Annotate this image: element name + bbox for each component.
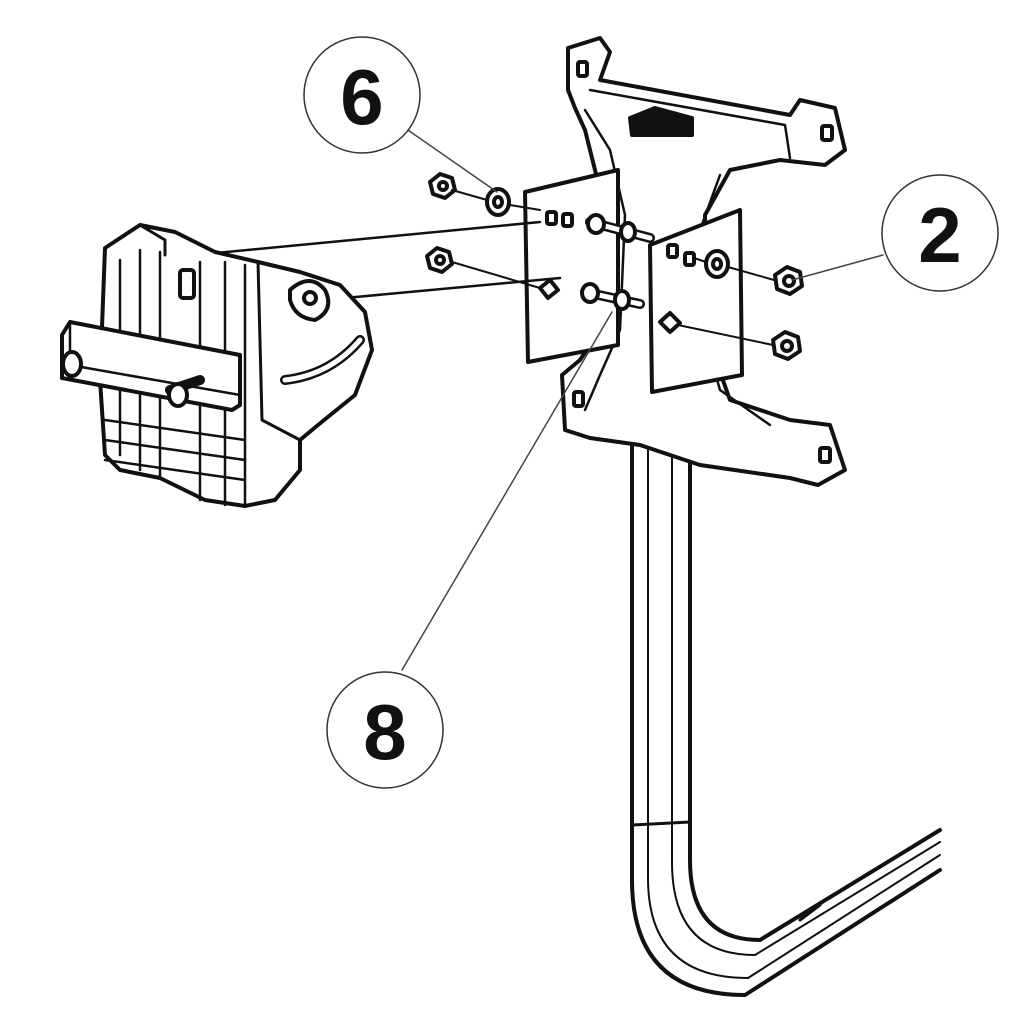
callout-2-label: 2 (918, 191, 961, 279)
callout-2: 2 (881, 174, 999, 292)
right-hardware (677, 249, 804, 361)
carriage-bolts (580, 213, 655, 311)
callout-8: 8 (326, 671, 444, 789)
callout-6-label: 6 (340, 53, 383, 141)
callout-8-label: 8 (363, 688, 406, 776)
callout-6: 6 (303, 36, 421, 154)
j-tube (630, 116, 942, 997)
leader-lines (401, 127, 884, 671)
left-clamp-plate (523, 168, 620, 364)
explode-lines (183, 220, 562, 300)
clamp-block (60, 223, 374, 508)
left-hardware (425, 172, 541, 289)
square-tube-top (628, 106, 694, 137)
